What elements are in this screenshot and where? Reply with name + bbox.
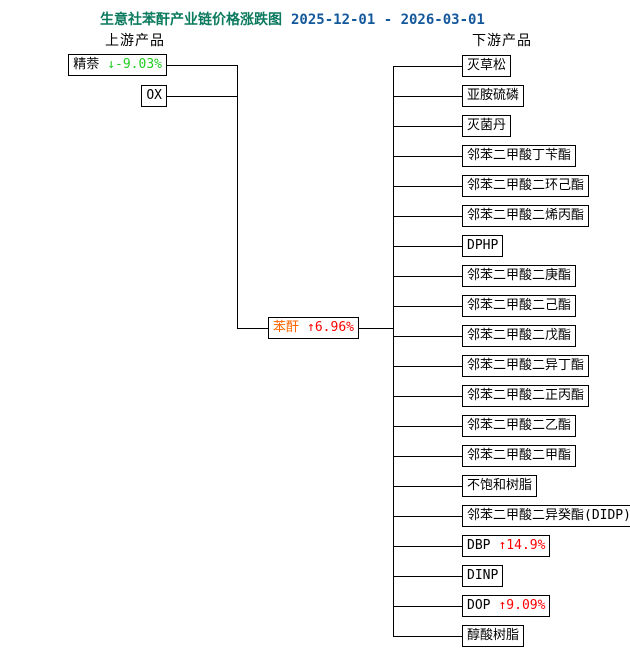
product-label: 邻苯二甲酸二甲酯 xyxy=(467,448,572,463)
connector-hline xyxy=(393,216,466,217)
product-label: 邻苯二甲酸二己酯 xyxy=(467,298,572,313)
product-node-downstream-1[interactable]: 亚胺硫磷 xyxy=(462,85,525,107)
product-node-downstream-3[interactable]: 邻苯二甲酸丁苄酯 xyxy=(462,145,577,167)
connector-hline xyxy=(393,156,466,157)
product-node-downstream-4[interactable]: 邻苯二甲酸二环己酯 xyxy=(462,175,590,197)
connector-hline xyxy=(393,126,466,127)
product-label: 邻苯二甲酸二戊酯 xyxy=(467,328,572,343)
product-node-downstream-16[interactable]: DBP ↑14.9% xyxy=(462,535,551,557)
product-node-downstream-7[interactable]: 邻苯二甲酸二庚酯 xyxy=(462,265,577,287)
product-change: ↑14.9% xyxy=(498,538,546,553)
product-label: 邻苯二甲酸丁苄酯 xyxy=(467,148,572,163)
connector-hline xyxy=(393,606,466,607)
product-node-downstream-10[interactable]: 邻苯二甲酸二异丁酯 xyxy=(462,355,590,377)
product-node-downstream-17[interactable]: DINP xyxy=(462,565,504,587)
product-node-downstream-19[interactable]: 醇酸树脂 xyxy=(462,625,525,647)
product-label: 邻苯二甲酸二烯丙酯 xyxy=(467,208,585,223)
page-title: 生意社苯酐产业链价格涨跌图 2025-12-01 - 2026-03-01 xyxy=(100,9,485,29)
product-label: 邻苯二甲酸二乙酯 xyxy=(467,418,572,433)
connector-hline xyxy=(393,336,466,337)
product-label: OX xyxy=(146,88,162,103)
connector-vline xyxy=(237,65,238,329)
connector-hline xyxy=(393,486,466,487)
title-date-range: 2025-12-01 - 2026-03-01 xyxy=(291,12,485,28)
product-node-downstream-13[interactable]: 邻苯二甲酸二甲酯 xyxy=(462,445,577,467)
connector-hline xyxy=(393,96,466,97)
connector-hline xyxy=(161,65,238,66)
connector-hline xyxy=(393,396,466,397)
connector-hline xyxy=(393,576,466,577)
connector-hline xyxy=(393,186,466,187)
product-node-downstream-0[interactable]: 灭草松 xyxy=(462,55,512,77)
product-node-downstream-5[interactable]: 邻苯二甲酸二烯丙酯 xyxy=(462,205,590,227)
product-label: 邻苯二甲酸二异癸酯(DIDP) xyxy=(467,508,630,523)
title-text: 生意社苯酐产业链价格涨跌图 xyxy=(100,12,282,28)
connector-hline xyxy=(393,546,466,547)
product-label: 邻苯二甲酸二正丙酯 xyxy=(467,388,585,403)
connector-hline xyxy=(328,328,394,329)
product-label: 灭菌丹 xyxy=(467,118,507,133)
connector-hline xyxy=(393,636,466,637)
upstream-section-label: 上游产品 xyxy=(105,33,165,49)
connector-hline xyxy=(393,306,466,307)
connector-hline xyxy=(393,366,466,367)
connector-hline xyxy=(161,96,238,97)
product-label: 灭草松 xyxy=(467,58,507,73)
connector-hline xyxy=(393,246,466,247)
connector-hline xyxy=(393,66,466,67)
product-label: DPHP xyxy=(467,238,499,253)
connector-hline xyxy=(393,426,466,427)
downstream-section-label: 下游产品 xyxy=(472,33,532,49)
product-label: 苯酐 xyxy=(273,320,300,335)
product-node-upstream-0[interactable]: 精萘 ↓-9.03% xyxy=(68,54,167,76)
product-label: 邻苯二甲酸二环己酯 xyxy=(467,178,585,193)
product-node-downstream-8[interactable]: 邻苯二甲酸二己酯 xyxy=(462,295,577,317)
product-change: ↑6.96% xyxy=(307,320,354,335)
product-node-downstream-11[interactable]: 邻苯二甲酸二正丙酯 xyxy=(462,385,590,407)
product-node-upstream-1[interactable]: OX xyxy=(141,85,167,107)
product-label: 精萘 xyxy=(73,57,100,72)
product-node-downstream-6[interactable]: DPHP xyxy=(462,235,504,257)
product-change: ↑9.09% xyxy=(498,598,546,613)
connector-vline xyxy=(393,66,394,637)
product-node-downstream-12[interactable]: 邻苯二甲酸二乙酯 xyxy=(462,415,577,437)
connector-hline xyxy=(393,516,466,517)
product-node-downstream-14[interactable]: 不饱和树脂 xyxy=(462,475,538,497)
connector-hline xyxy=(393,456,466,457)
product-label: DINP xyxy=(467,568,499,583)
product-label: 醇酸树脂 xyxy=(467,628,520,643)
product-node-downstream-2[interactable]: 灭菌丹 xyxy=(462,115,512,137)
product-label: 不饱和树脂 xyxy=(467,478,533,493)
product-label: 亚胺硫磷 xyxy=(467,88,520,103)
product-node-downstream-9[interactable]: 邻苯二甲酸二戊酯 xyxy=(462,325,577,347)
product-label: 邻苯二甲酸二庚酯 xyxy=(467,268,572,283)
connector-hline xyxy=(393,276,466,277)
product-node-downstream-18[interactable]: DOP ↑9.09% xyxy=(462,595,551,617)
product-label: 邻苯二甲酸二异丁酯 xyxy=(467,358,585,373)
product-change: ↓-9.03% xyxy=(107,57,162,72)
connector-hline xyxy=(237,328,272,329)
product-node-center[interactable]: 苯酐 ↑6.96% xyxy=(268,317,359,339)
product-label: DOP xyxy=(467,598,491,613)
product-node-downstream-15[interactable]: 邻苯二甲酸二异癸酯(DIDP) xyxy=(462,505,630,527)
product-label: DBP xyxy=(467,538,491,553)
